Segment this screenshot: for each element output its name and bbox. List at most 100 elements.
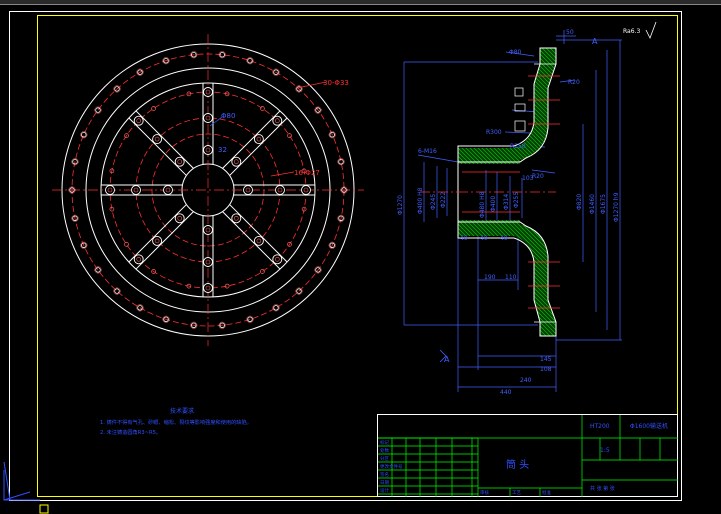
inner-bolt-hole — [186, 91, 192, 97]
ucs-icon — [3, 461, 40, 501]
outer-bolt-hole-ring — [272, 68, 280, 76]
dim-bottom-440: 440 — [500, 389, 512, 396]
hatch-line — [458, 48, 556, 336]
label-bolt-circle-inner: 16-Φ27 — [294, 169, 320, 177]
spoke-hole — [152, 235, 163, 246]
technical-notes: 技术要求 1. 铸件不得有气孔、砂眼、缩松、裂纹等影响强度和使用的缺陷。 2. … — [100, 407, 252, 436]
hatch-line — [547, 48, 556, 336]
outer-bolt-hole — [329, 242, 335, 248]
outer-bolt-hole-ring — [94, 106, 102, 114]
hatch-line — [458, 48, 556, 336]
outer-bolt-hole — [69, 187, 75, 193]
outer-bolt-hole — [191, 322, 197, 328]
spoke-hole-center — [256, 136, 262, 142]
title-block-label: 批准 — [542, 489, 551, 496]
hatch-line — [458, 48, 556, 336]
outer-bolt-hole-ring — [314, 106, 322, 114]
hatch-line — [463, 48, 556, 336]
title-block-label: 工艺 — [512, 490, 521, 496]
hatch-line — [495, 48, 556, 336]
outer-bolt-hole-ring — [328, 241, 336, 249]
spoke-hole-center — [177, 159, 182, 164]
hatch-line — [648, 30, 721, 350]
hatch-line — [491, 48, 556, 336]
title-block-label: 审核 — [480, 489, 489, 496]
spoke-hole — [131, 185, 141, 195]
hatch-line — [688, 30, 721, 350]
hatch-line — [487, 48, 556, 336]
dim-right-1: Φ1675 — [600, 194, 607, 214]
outer-bolt-hole-ring — [136, 304, 144, 312]
sheet-label: 共 张 第 张 — [590, 485, 615, 492]
hatch-line — [539, 48, 556, 336]
outer-bolt-hole — [338, 215, 344, 221]
spoke-hole — [152, 134, 163, 145]
outer-bolt-hole — [81, 131, 87, 138]
spoke-edge — [222, 211, 281, 270]
spoke-hole-center — [107, 187, 113, 193]
outer-bolt-hole-ring — [246, 57, 254, 65]
dim-bottom-190: 190 — [484, 274, 496, 281]
hatch-line — [572, 30, 721, 350]
inner-bolt-hole — [260, 269, 265, 274]
hatch-line — [458, 48, 556, 336]
spoke-hole — [203, 283, 213, 293]
spoke-hole-center — [205, 89, 211, 95]
spoke-edge — [128, 204, 187, 263]
feature-control-box — [514, 87, 524, 97]
spoke-hole — [231, 156, 242, 167]
spoke-edge — [128, 117, 187, 176]
spoke-edge — [229, 204, 288, 263]
dim-left-3: Φ222 — [440, 192, 447, 208]
hatch-line — [560, 30, 721, 350]
label-r300: R300 — [486, 129, 502, 136]
hatch-line — [467, 48, 556, 336]
hatch-line — [483, 48, 556, 336]
outer-bolt-hole-ring — [136, 68, 144, 76]
outer-bolt-hole-ring — [340, 186, 348, 194]
dim-inner-1: Φ400 — [490, 196, 497, 212]
hatch-line — [632, 30, 721, 350]
section-arrow — [439, 349, 447, 363]
dim-small-3: 103 — [522, 175, 534, 182]
spoke-hole — [272, 254, 283, 265]
outer-bolt-hole — [95, 267, 101, 273]
hatch-line — [471, 48, 556, 336]
inner-bolt-hole — [124, 133, 129, 138]
spoke-hole — [133, 254, 144, 265]
dim-left-thread: 6-M16 — [418, 148, 437, 155]
hatch-line — [692, 30, 721, 350]
outer-bolt-hole-ring — [190, 51, 198, 59]
spoke-hole-center — [274, 256, 280, 262]
spoke-hole — [203, 225, 213, 235]
inner-bolt-hole — [109, 206, 115, 212]
hatch-line — [696, 30, 721, 350]
spoke-hole — [253, 235, 264, 246]
title-block-label: 处数 — [380, 447, 389, 454]
hatch-line — [458, 48, 556, 336]
inner-bolt-hole — [287, 133, 292, 138]
outer-bolt-hole — [296, 86, 302, 92]
spoke-hole-center — [177, 216, 182, 221]
hatch-line — [458, 48, 556, 336]
hatch-line — [588, 30, 721, 350]
outer-bolt-hole-ring — [295, 85, 303, 93]
hatch-line — [458, 48, 556, 336]
outer-bolt-hole — [219, 52, 225, 58]
inner-bolt-hole — [124, 242, 129, 247]
hatch-line — [458, 48, 556, 336]
corner-marker — [39, 504, 49, 514]
inner-bolt-hole — [301, 206, 307, 212]
label-r20b: R20 — [532, 173, 544, 180]
leader-outer-bolts — [296, 81, 327, 89]
inner-bolt-hole — [287, 242, 292, 247]
spoke-hole — [275, 185, 285, 195]
outer-bolt-hole-ring — [68, 186, 76, 194]
spoke-hole — [203, 113, 213, 123]
outer-bolt-hole — [114, 288, 120, 294]
hatch-line — [624, 30, 721, 350]
hatch-line — [700, 30, 721, 350]
spoke-hole — [243, 185, 253, 195]
hatch-line — [458, 48, 556, 336]
hatch-line — [596, 30, 721, 350]
